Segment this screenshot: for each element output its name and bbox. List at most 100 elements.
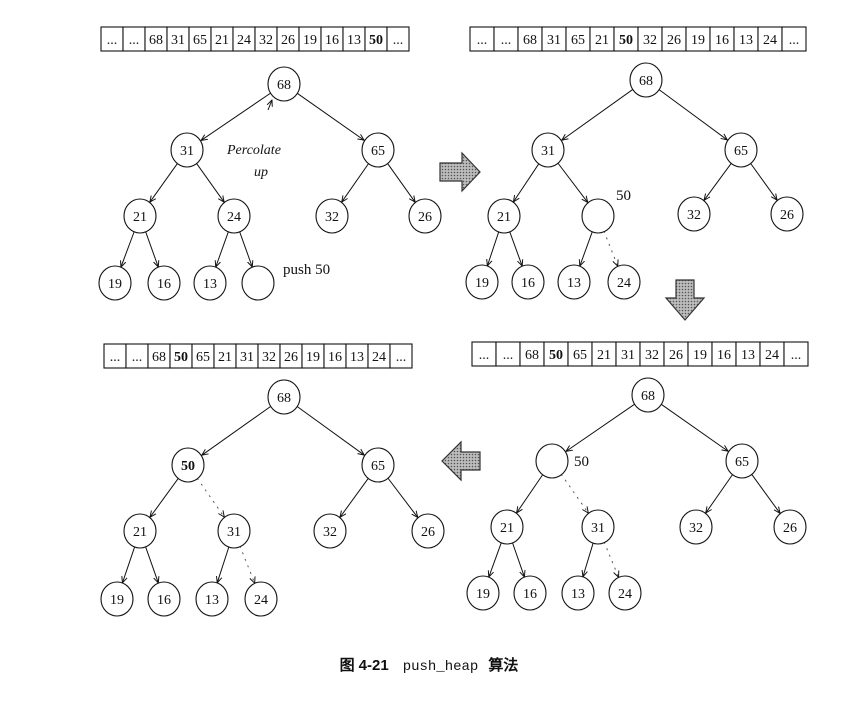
tree-edge xyxy=(202,405,272,455)
array-cell: 13 xyxy=(345,343,369,369)
heap-node-value: 13 xyxy=(205,593,219,608)
array-cell: 68 xyxy=(519,341,545,367)
array-cell: 50 xyxy=(543,341,569,367)
heap-node: 16 xyxy=(513,575,547,611)
heap-node-value: 16 xyxy=(157,277,171,292)
annotation-push: push 50 xyxy=(283,262,330,278)
array-cell: ... xyxy=(125,343,149,369)
tree-edge xyxy=(144,545,158,583)
array-cell: 13 xyxy=(342,26,366,52)
tree-edges xyxy=(489,403,780,577)
heap-node: 65 xyxy=(361,132,395,168)
heap-node-value: 32 xyxy=(689,521,703,536)
array-cell-value: 50 xyxy=(619,33,633,48)
heap-node: 32 xyxy=(313,513,347,549)
heap-node-value: 68 xyxy=(641,389,655,404)
array-cell-value: 68 xyxy=(149,33,163,48)
tree-edge xyxy=(583,542,594,576)
tree-edges xyxy=(122,405,417,583)
tree-edge xyxy=(706,473,734,513)
array-cell: 16 xyxy=(709,26,735,52)
array-cell: 32 xyxy=(639,341,665,367)
heap-node: 13 xyxy=(195,581,229,617)
heap-node: 19 xyxy=(466,575,500,611)
tree-edge xyxy=(511,541,524,577)
tree-edge xyxy=(195,162,224,202)
tree-edge xyxy=(150,477,179,517)
array-cell-value: 50 xyxy=(174,350,188,365)
tree-edge xyxy=(566,403,636,451)
array-cell-value: 50 xyxy=(549,348,563,363)
heap-node-value: 24 xyxy=(618,587,632,602)
array-cell: 31 xyxy=(166,26,190,52)
heap-node-value: 32 xyxy=(323,525,337,540)
tree-edge xyxy=(603,230,618,266)
heap-node: 13 xyxy=(557,264,591,300)
array-cell: 32 xyxy=(254,26,278,52)
tree-edge xyxy=(296,405,364,455)
heap-node: 31 xyxy=(531,132,565,168)
array-cell: 19 xyxy=(301,343,325,369)
array-cell-value: ... xyxy=(107,33,118,48)
tree-edge xyxy=(144,230,158,267)
tree-edge xyxy=(121,230,135,267)
array-cell: ... xyxy=(493,26,519,52)
caption-figure-label: 图 xyxy=(339,656,355,674)
array-cell: 26 xyxy=(663,341,689,367)
heap-node: 13 xyxy=(561,575,595,611)
array-cell-value: 68 xyxy=(525,348,539,363)
transition-arrow-right xyxy=(439,151,481,193)
array-cell-value: 13 xyxy=(741,348,755,363)
heap-node-value: 21 xyxy=(500,521,514,536)
array-cell: 21 xyxy=(210,26,234,52)
array-cell: 65 xyxy=(565,26,591,52)
heap-node-value: 21 xyxy=(133,210,147,225)
array-cell-value: 24 xyxy=(765,348,779,363)
tree-edge xyxy=(216,230,230,267)
heap-node: 21 xyxy=(490,509,524,545)
array-cell-value: 32 xyxy=(262,350,276,365)
tree-edge xyxy=(704,162,732,200)
array-cell: 19 xyxy=(685,26,711,52)
heap-node-value: 19 xyxy=(110,593,124,608)
annotation-val50: 50 xyxy=(574,454,589,470)
tree-edge xyxy=(217,546,230,583)
heap-node: 26 xyxy=(411,513,445,549)
array-cell-value: ... xyxy=(393,33,404,48)
array-cell: ... xyxy=(783,341,809,367)
tree-edge xyxy=(603,541,619,577)
array-cell-value: 13 xyxy=(350,350,364,365)
heap-node-value: 26 xyxy=(418,210,432,225)
array-cell: ... xyxy=(469,26,495,52)
heap-node: 68 xyxy=(631,377,665,413)
array-cell-value: ... xyxy=(501,33,512,48)
heap-node-value: 19 xyxy=(476,587,490,602)
heap-node: 65 xyxy=(724,132,758,168)
tree-edge xyxy=(508,230,522,266)
heap-node-value: 19 xyxy=(108,277,122,292)
array-cell: 21 xyxy=(589,26,615,52)
heap-node-value: 50 xyxy=(181,459,195,474)
array-cell: 68 xyxy=(517,26,543,52)
array-cell-value: 24 xyxy=(237,33,251,48)
array-cell: 24 xyxy=(757,26,783,52)
heap-node-empty-slot xyxy=(581,198,615,234)
array-cell-value: 32 xyxy=(645,348,659,363)
array-cell-value: ... xyxy=(791,348,802,363)
heap-node: 24 xyxy=(217,198,251,234)
array-cell-value: ... xyxy=(477,33,488,48)
heap-node-value: 19 xyxy=(475,276,489,291)
heap-node-value: 65 xyxy=(734,144,748,159)
array-cell: 50 xyxy=(364,26,388,52)
caption-algorithm-label: 算法 xyxy=(488,656,519,674)
tree-edge xyxy=(487,231,500,266)
heap-node: 21 xyxy=(487,198,521,234)
heap-node: 24 xyxy=(607,264,641,300)
heap-node-value: 31 xyxy=(541,144,555,159)
